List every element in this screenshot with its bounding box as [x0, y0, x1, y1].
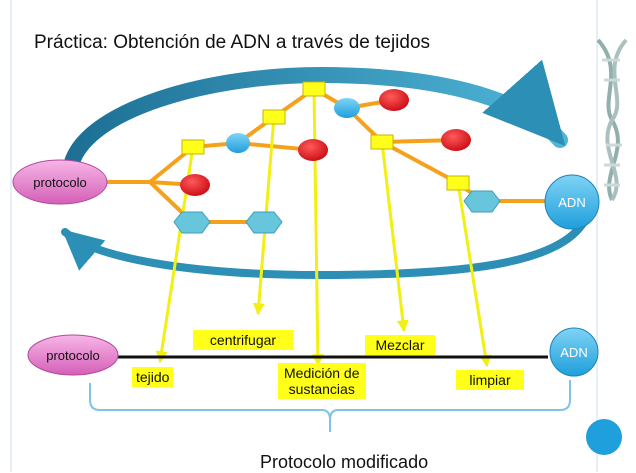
- arrow-limpiar: [456, 182, 492, 368]
- cyan-octagon-node: [463, 190, 501, 213]
- yellow-node: [446, 175, 470, 191]
- protocol-node-bottom-label: protocolo: [46, 348, 99, 363]
- protocol-node-bottom: [27, 334, 119, 376]
- red-circle-node: [441, 129, 471, 151]
- bottom-cycle-arrow: [61, 216, 589, 280]
- bracket: [89, 380, 571, 432]
- step-label-medicion-line2: sustancias: [288, 381, 355, 397]
- yellow-node: [302, 81, 326, 97]
- step-label-limpiar: limpiar: [456, 370, 524, 390]
- cycle-arrows: [61, 59, 589, 280]
- red-circle-node: [379, 89, 409, 111]
- blue-circle-node: [334, 98, 360, 118]
- yellow-node: [181, 139, 205, 155]
- right-border: [596, 0, 598, 472]
- adn-node-top: [544, 174, 600, 230]
- step-label-medicion-line1: Medición de: [284, 365, 360, 381]
- protocol-node-top-label: protocolo: [33, 175, 86, 190]
- network-nodes: [173, 81, 501, 234]
- adn-node-bottom-label: ADN: [560, 345, 587, 360]
- subtitle: Protocolo modificado: [260, 452, 429, 472]
- adn-node-top-label: ADN: [558, 195, 585, 210]
- step-label-tejido: tejido: [132, 367, 174, 387]
- red-circle-node: [180, 174, 210, 196]
- left-border: [10, 0, 12, 472]
- connector-arrows: [155, 88, 492, 368]
- yellow-node: [262, 109, 286, 125]
- step-label-centrifugar: centrifugar: [193, 330, 293, 350]
- step-label-mezclar: Mezclar: [365, 335, 435, 355]
- arrow-medicion: [311, 88, 324, 367]
- red-circle-node: [298, 139, 328, 161]
- protocol-node-top: [12, 159, 108, 205]
- cyan-octagon-node: [173, 211, 211, 234]
- adn-node-bottom: [549, 327, 599, 377]
- cyan-octagon-node: [245, 211, 283, 234]
- yellow-node: [370, 134, 394, 150]
- decorative-dot: [586, 419, 622, 455]
- dna-helix-image: [596, 38, 628, 202]
- blue-circle-node: [226, 133, 250, 153]
- top-cycle-arrow: [62, 59, 568, 183]
- slide-title: Práctica: Obtención de ADN a través de t…: [34, 32, 431, 53]
- step-label-medicion: Medición de sustancias: [278, 363, 366, 399]
- arrow-mezclar: [380, 141, 409, 333]
